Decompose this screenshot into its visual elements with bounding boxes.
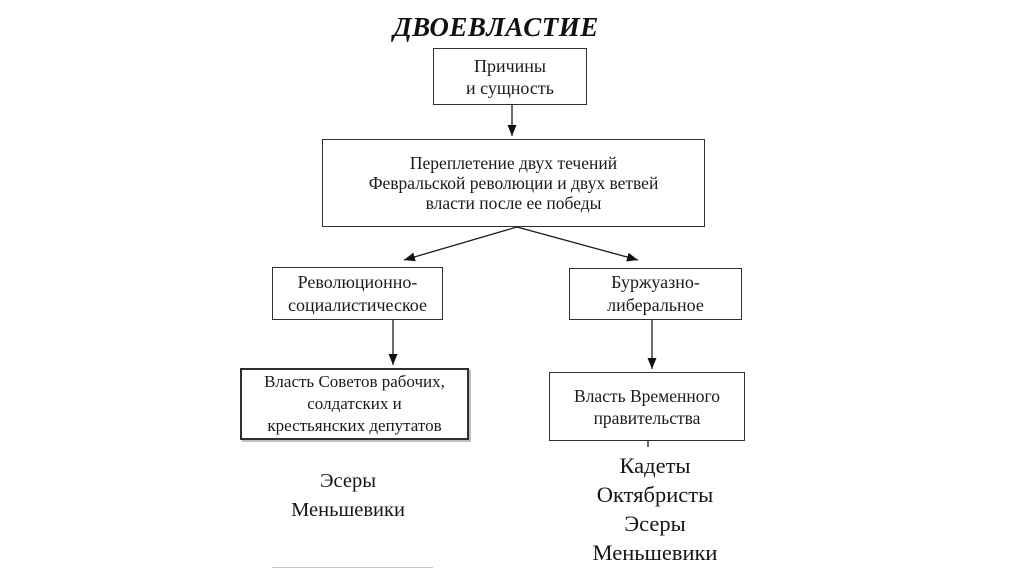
box-interweaving: Переплетение двух течений Февральской ре… — [322, 139, 705, 227]
arrow-interweaving-to-revsocialist — [403, 226, 518, 262]
box-soviet-power: Власть Советов рабочих, солдатских и кре… — [240, 368, 469, 440]
box-provisional-gov: Власть Временного правительства — [549, 372, 745, 441]
box-rev-socialist: Революционно- социалистическое — [272, 267, 443, 320]
box-bourgeois-liberal: Буржуазно- либеральное — [569, 268, 742, 320]
list-right-parties: Кадеты Октябристы Эсеры Меньшевики — [592, 453, 718, 565]
box-causes: Причины и сущность — [433, 48, 587, 105]
arrow-interweaving-to-bourgeois — [516, 226, 639, 262]
list-left-parties: Эсеры Меньшевики — [291, 470, 405, 521]
divider-line — [272, 567, 433, 568]
diagram-title: ДВОЕВЛАСТИЕ — [393, 12, 599, 42]
